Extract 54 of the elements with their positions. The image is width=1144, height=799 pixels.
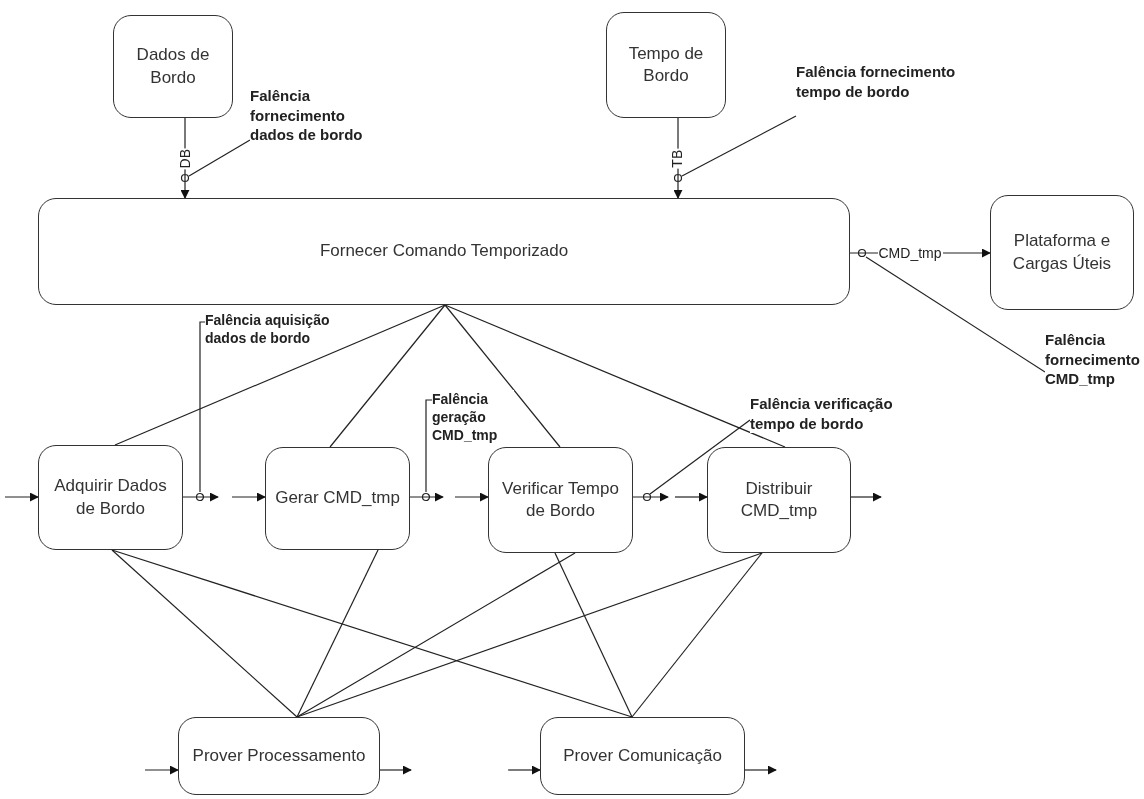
process-box [113,15,233,118]
connector-line [444,304,561,448]
process-box [707,447,851,553]
arrow [674,492,708,502]
process-box [540,717,745,795]
connector-line [554,552,633,718]
arrow [632,492,669,502]
process-label: Plataforma e Cargas Úteis [1011,230,1113,275]
connector-line [444,304,786,448]
process-label: Dados de Bordo [135,44,211,89]
arrow [850,492,882,502]
failure-note: Falência geração CMD_tmp [432,390,514,445]
process-label: Verificar Tempo de Bordo [501,477,620,522]
process-box [265,447,410,550]
connector-line [296,552,576,718]
process-label: Tempo de Bordo [627,42,705,87]
connector-line [296,549,379,718]
connector-line [329,304,446,448]
arrow [507,765,541,775]
process-label: Prover Processamento [191,744,367,767]
connector-line [114,304,446,446]
process-label: Prover Comunicação [562,744,723,767]
arrow [454,492,489,502]
process-box [488,447,633,553]
process-box [178,717,380,795]
leader-line [425,399,433,493]
edge-label: CMD_tmp [877,245,943,261]
arrow [744,765,777,775]
process-label: Gerar CMD_tmp [274,487,401,510]
connector-line [111,549,633,718]
arrow [673,117,683,199]
leader-line [188,139,251,177]
leader-line [681,115,797,177]
leader-line [865,256,1046,373]
process-box [38,198,850,305]
arrow [182,492,219,502]
process-label: Fornecer Comando Temporizado [318,240,570,263]
leader-line [649,419,751,495]
process-label: Adquirir Dados de Bordo [53,475,168,520]
arrow [144,765,179,775]
connector-line [296,552,763,718]
edge-label: DB [177,147,193,169]
process-box [990,195,1134,310]
arrow [231,492,266,502]
leader-line [199,321,206,493]
failure-note: Falência aquisição dados de bordo [205,311,345,348]
connector-line [631,552,763,718]
arrow [409,492,444,502]
arrow [379,765,412,775]
process-label: Distribuir CMD_tmp [739,477,819,522]
process-box [606,12,726,118]
process-box [38,445,183,550]
connector-line [111,549,298,718]
arrow [4,492,39,502]
